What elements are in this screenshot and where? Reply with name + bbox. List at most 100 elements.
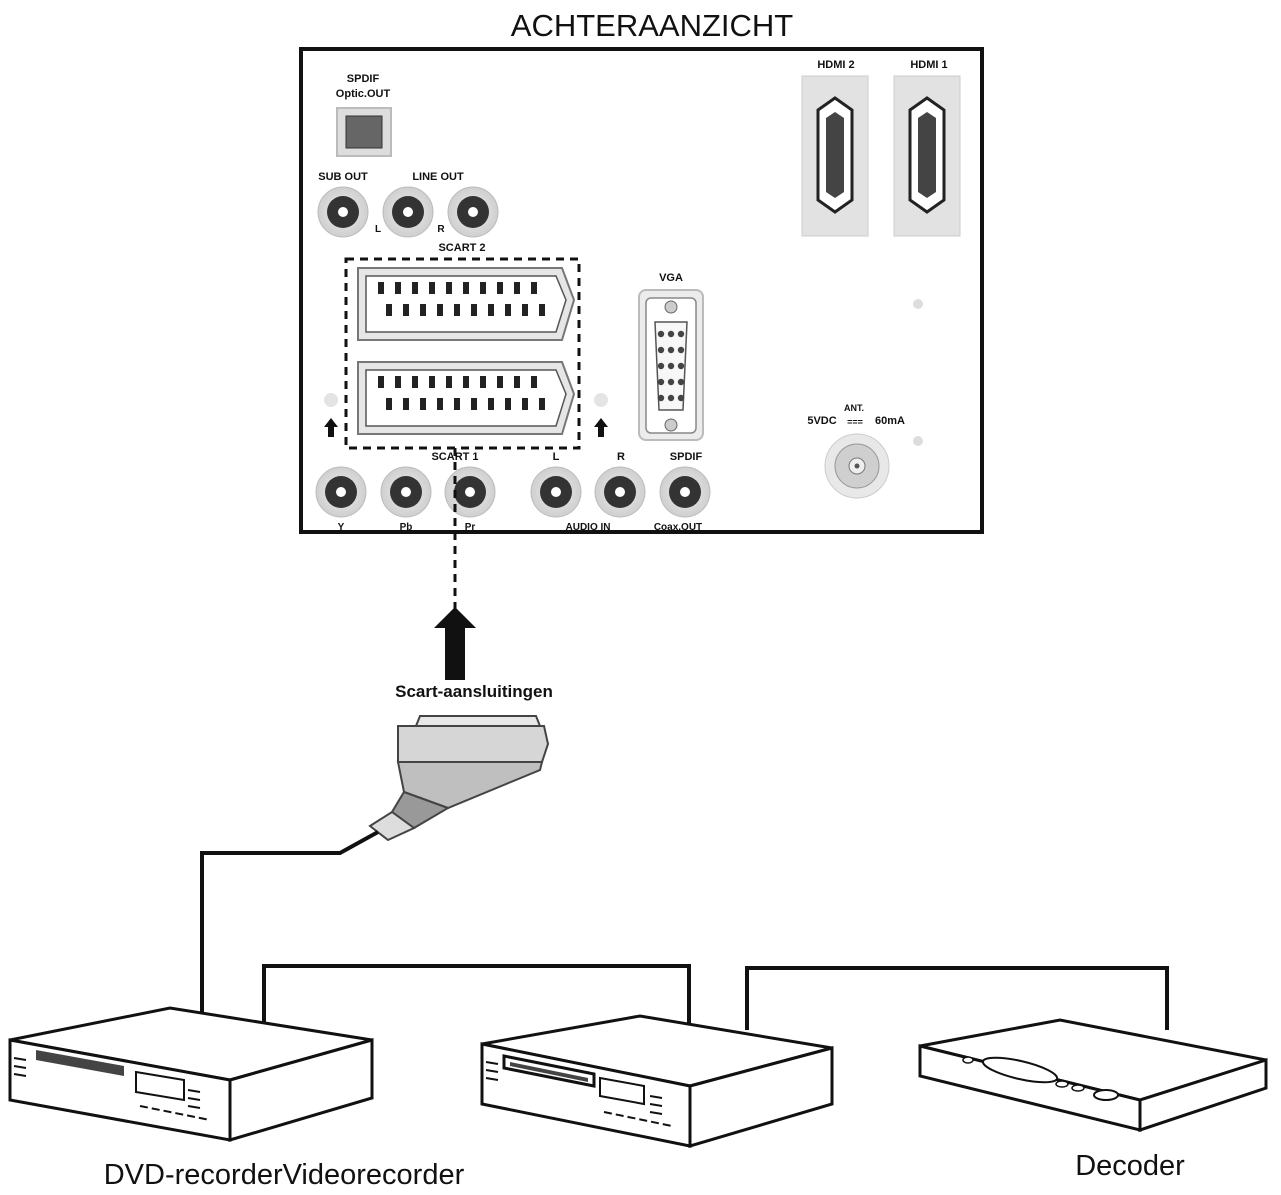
up-arrow-icon (594, 418, 608, 437)
scart-pin (514, 376, 520, 388)
line-out-label: LINE OUT (412, 171, 464, 183)
scart-pin (437, 304, 443, 316)
scart2-label: SCART 2 (438, 242, 485, 254)
scart-pin (403, 398, 409, 410)
scart-pin (522, 398, 528, 410)
up-arrow-icon (434, 607, 476, 680)
coax-out-label: Coax.OUT (654, 522, 702, 533)
scart-pin (386, 304, 392, 316)
vga-pin (667, 378, 675, 386)
scart-pin (531, 376, 537, 388)
vga-pin (677, 394, 685, 402)
scart2-socket (357, 267, 576, 341)
dc-symbol: === (847, 417, 863, 427)
vga-pin (657, 394, 665, 402)
scart-pin (378, 376, 384, 388)
vga-pin (667, 346, 675, 354)
pb-jack (380, 466, 432, 518)
vga-pin (657, 346, 665, 354)
hdmi1-label: HDMI 1 (910, 59, 947, 71)
ant-voltage-label: 5VDC (807, 415, 836, 427)
scart-pin (505, 398, 511, 410)
vga-pin (667, 394, 675, 402)
scart-pin (471, 304, 477, 316)
line-out-r-jack (447, 186, 499, 238)
indicator-dot (594, 393, 608, 407)
scart-cable (200, 830, 379, 1018)
cable-dvd-to-vcr (262, 964, 691, 1028)
vga-pin (667, 330, 675, 338)
scart-pin (403, 304, 409, 316)
scart-pin (497, 282, 503, 294)
scart-pin (378, 282, 384, 294)
scart-pin (386, 398, 392, 410)
scart-pin (454, 304, 460, 316)
indicator-dot (913, 299, 923, 309)
dvd-vcr-label: DVD-recorderVideorecorder (104, 1159, 465, 1191)
scart-pin (488, 304, 494, 316)
scart-pin (471, 398, 477, 410)
pr-jack (444, 466, 496, 518)
up-arrow-icon (324, 418, 338, 437)
indicator-dot (324, 393, 338, 407)
scart1-label: SCART 1 (431, 451, 478, 463)
line-out-l-jack (382, 186, 434, 238)
scart-pin (531, 282, 537, 294)
sub-out-jack (317, 186, 369, 238)
scart-highlight-box (344, 257, 581, 450)
decoder-label: Decoder (1075, 1150, 1185, 1182)
dvd-recorder-device (8, 1006, 374, 1143)
scart-pin (412, 282, 418, 294)
scart-pin (420, 304, 426, 316)
vga-pin (677, 362, 685, 370)
vga-pin (657, 378, 665, 386)
hdmi1-port (893, 75, 961, 237)
ant-label: ANT. (844, 403, 864, 413)
audio-in-r-jack (594, 466, 646, 518)
vga-pin (657, 330, 665, 338)
cable-vcr-to-decoder (745, 966, 1169, 1030)
spdif-optic-port (336, 107, 392, 157)
indicator-dot (913, 436, 923, 446)
scart-pin (395, 282, 401, 294)
audio-in-l-label: L (553, 451, 560, 463)
audio-in-label: AUDIO IN (566, 522, 611, 533)
vga-port (638, 289, 704, 441)
vga-pin (677, 378, 685, 386)
hdmi2-label: HDMI 2 (817, 59, 854, 71)
vga-pin (677, 346, 685, 354)
spdif-coax-jack (659, 466, 711, 518)
scart-plug (368, 715, 550, 842)
scart-pin (539, 398, 545, 410)
diagram-title: ACHTERAANZICHT (511, 8, 794, 43)
spdif-optic-label: SPDIF (347, 73, 380, 85)
audio-in-l-jack (530, 466, 582, 518)
scart-pin (412, 376, 418, 388)
scart-pin (480, 282, 486, 294)
spdif-coax-label: SPDIF (670, 451, 703, 463)
ant-current-label: 60mA (875, 415, 905, 427)
decoder-device (918, 1018, 1268, 1133)
scart-pin (446, 282, 452, 294)
y-label: Y (338, 522, 345, 533)
scart-pin (420, 398, 426, 410)
scart-pin (446, 376, 452, 388)
scart-connector-label: Scart-aansluitingen (395, 682, 553, 701)
line-out-r-label: R (437, 224, 445, 235)
scart-pin (437, 398, 443, 410)
scart-pin (514, 282, 520, 294)
pr-label: Pr (465, 522, 476, 533)
video-recorder-device (480, 1014, 834, 1149)
vga-label: VGA (659, 272, 683, 284)
scart1-socket (357, 361, 576, 435)
vga-pin (657, 362, 665, 370)
scart-pin (429, 282, 435, 294)
scart-pin (454, 398, 460, 410)
scart-pin (395, 376, 401, 388)
spdif-optic-sub-label: Optic.OUT (336, 88, 391, 100)
audio-in-r-label: R (617, 451, 625, 463)
line-out-l-label: L (375, 224, 381, 235)
scart-pin (539, 304, 545, 316)
scart-pin (505, 304, 511, 316)
vga-pin (667, 362, 675, 370)
